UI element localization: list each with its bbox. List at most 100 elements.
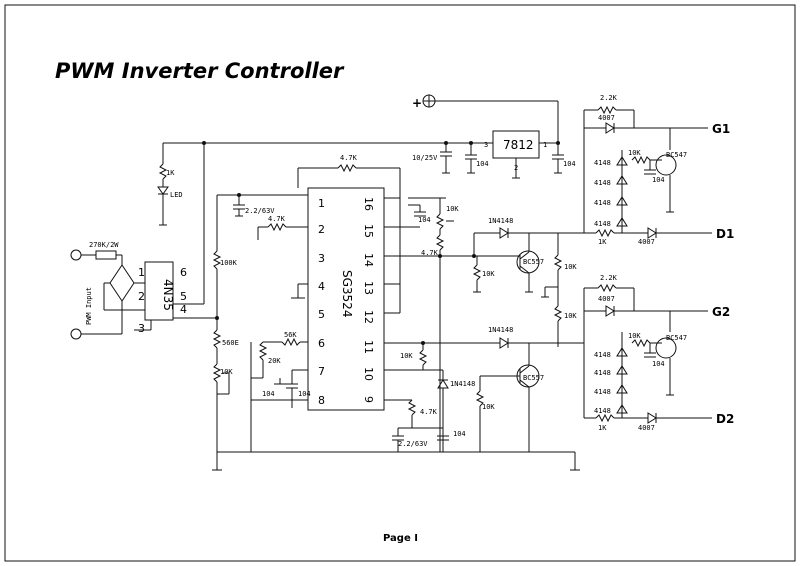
svg-text:104: 104 [652, 176, 665, 184]
svg-text:4148: 4148 [594, 388, 611, 396]
svg-text:2.2/63V: 2.2/63V [398, 440, 428, 448]
svg-text:13: 13 [362, 281, 375, 295]
svg-text:20K: 20K [268, 357, 281, 365]
regulator-7812: 7812 3 1 2 [484, 130, 558, 179]
svg-text:LED: LED [170, 191, 183, 199]
transistor-bc557-b: BC557 [480, 343, 544, 452]
optocoupler-4n35: 4N35 1 2 3 4 5 6 [134, 261, 217, 335]
svg-text:BC547: BC547 [666, 334, 687, 342]
ic-pin4-gnd [291, 283, 308, 299]
pwm-input-label: PWM Input [85, 287, 93, 325]
svg-text:104: 104 [262, 390, 275, 398]
svg-text:2.2/63V: 2.2/63V [245, 207, 275, 215]
svg-text:1N4148: 1N4148 [450, 380, 475, 388]
svg-text:12: 12 [362, 310, 375, 324]
svg-text:9: 9 [362, 396, 375, 403]
svg-text:10K: 10K [482, 403, 495, 411]
svg-text:104: 104 [453, 430, 466, 438]
supply-label: + [412, 96, 422, 110]
svg-text:10K: 10K [628, 332, 641, 340]
transistor-bc557-a: BC557 [516, 233, 544, 293]
svg-text:4007: 4007 [638, 238, 655, 246]
optocoupler-name: 4N35 [161, 279, 175, 311]
svg-text:11: 11 [362, 340, 375, 354]
svg-text:100K: 100K [220, 259, 238, 267]
svg-text:1K: 1K [598, 238, 607, 246]
svg-text:4148: 4148 [594, 369, 611, 377]
svg-text:2: 2 [318, 223, 325, 236]
bridge-rectifier-icon [109, 264, 135, 302]
svg-text:4: 4 [180, 303, 187, 316]
led-branch: 1K LED [157, 143, 183, 226]
pin9-network: 4.7K 2.2/63V 104 [384, 399, 466, 452]
r-10k-b-c: 10K 10K [541, 233, 577, 347]
svg-text:3: 3 [318, 252, 325, 265]
svg-text:10K: 10K [482, 270, 495, 278]
svg-text:8: 8 [318, 394, 325, 407]
svg-text:16: 16 [362, 197, 375, 211]
regulator-pin-out: 1 [543, 141, 547, 149]
cap-10uf-label: 10/25V [412, 154, 438, 162]
svg-text:1: 1 [138, 266, 145, 279]
svg-text:BC557: BC557 [523, 374, 544, 382]
svg-text:4.7K: 4.7K [340, 154, 358, 162]
svg-text:4148: 4148 [594, 199, 611, 207]
ic-pin1-network: 2.2/63V [217, 193, 308, 217]
svg-text:56K: 56K [284, 331, 297, 339]
svg-text:1K: 1K [166, 169, 175, 177]
led-icon [157, 186, 169, 195]
r-10k-e: 10K [475, 376, 495, 452]
svg-text:4148: 4148 [594, 220, 611, 228]
ic-pin6-network: 56K 20K [251, 331, 308, 379]
regulator-name: 7812 [503, 138, 534, 152]
svg-text:2.2K: 2.2K [600, 274, 618, 282]
svg-text:1: 1 [318, 197, 325, 210]
diode-1n4148-a: 1N4148 [473, 217, 584, 256]
svg-text:104: 104 [298, 390, 311, 398]
ic-pin16-network: 4.7K [297, 154, 401, 313]
svg-text:6: 6 [180, 266, 187, 279]
supply-terminal: + [412, 94, 559, 143]
diode-icon [499, 227, 509, 239]
output-d1: D1 [716, 227, 734, 241]
ic-pin2-network: 4.7K [257, 215, 308, 240]
svg-text:10K: 10K [564, 263, 577, 271]
svg-text:4148: 4148 [594, 351, 611, 359]
r-10k-d: 10K [400, 343, 428, 371]
svg-text:10: 10 [362, 367, 375, 381]
svg-text:4.7K: 4.7K [420, 408, 438, 416]
cap-10uf: 10/25V [412, 143, 452, 174]
svg-text:2: 2 [138, 290, 145, 303]
svg-text:104: 104 [476, 160, 489, 168]
regulator-pin-in: 3 [484, 141, 488, 149]
svg-text:4007: 4007 [598, 295, 615, 303]
svg-text:10K: 10K [564, 312, 577, 320]
gate-driver-g1: 2.2K 4007 G1 10K BC547 104 4148 4148 414… [583, 94, 734, 246]
svg-text:7: 7 [318, 365, 325, 378]
svg-text:4148: 4148 [594, 407, 611, 415]
svg-text:10K: 10K [628, 149, 641, 157]
svg-text:6: 6 [318, 337, 325, 350]
svg-text:4148: 4148 [594, 179, 611, 187]
output-d2: D2 [716, 412, 734, 426]
page-title: PWM Inverter Controller [55, 59, 345, 83]
page-footer: Page I [383, 533, 418, 544]
r-10k-a: 10K [472, 256, 495, 293]
svg-text:5: 5 [318, 308, 325, 321]
svg-text:4007: 4007 [598, 114, 615, 122]
svg-text:BC557: BC557 [523, 258, 544, 266]
svg-text:10K: 10K [446, 205, 459, 213]
output-g1: G1 [712, 122, 730, 136]
cap-104-a: 104 [465, 143, 489, 174]
sheet-border [4, 4, 796, 562]
svg-text:4148: 4148 [594, 159, 611, 167]
svg-text:14: 14 [362, 253, 375, 267]
svg-text:1N4148: 1N4148 [488, 326, 513, 334]
svg-text:15: 15 [362, 224, 375, 238]
svg-text:1N4148: 1N4148 [488, 217, 513, 225]
svg-text:3: 3 [138, 322, 145, 335]
svg-text:4: 4 [318, 280, 325, 293]
ic-pin7-network: 104 104 [262, 369, 311, 408]
svg-text:560E: 560E [222, 339, 239, 347]
